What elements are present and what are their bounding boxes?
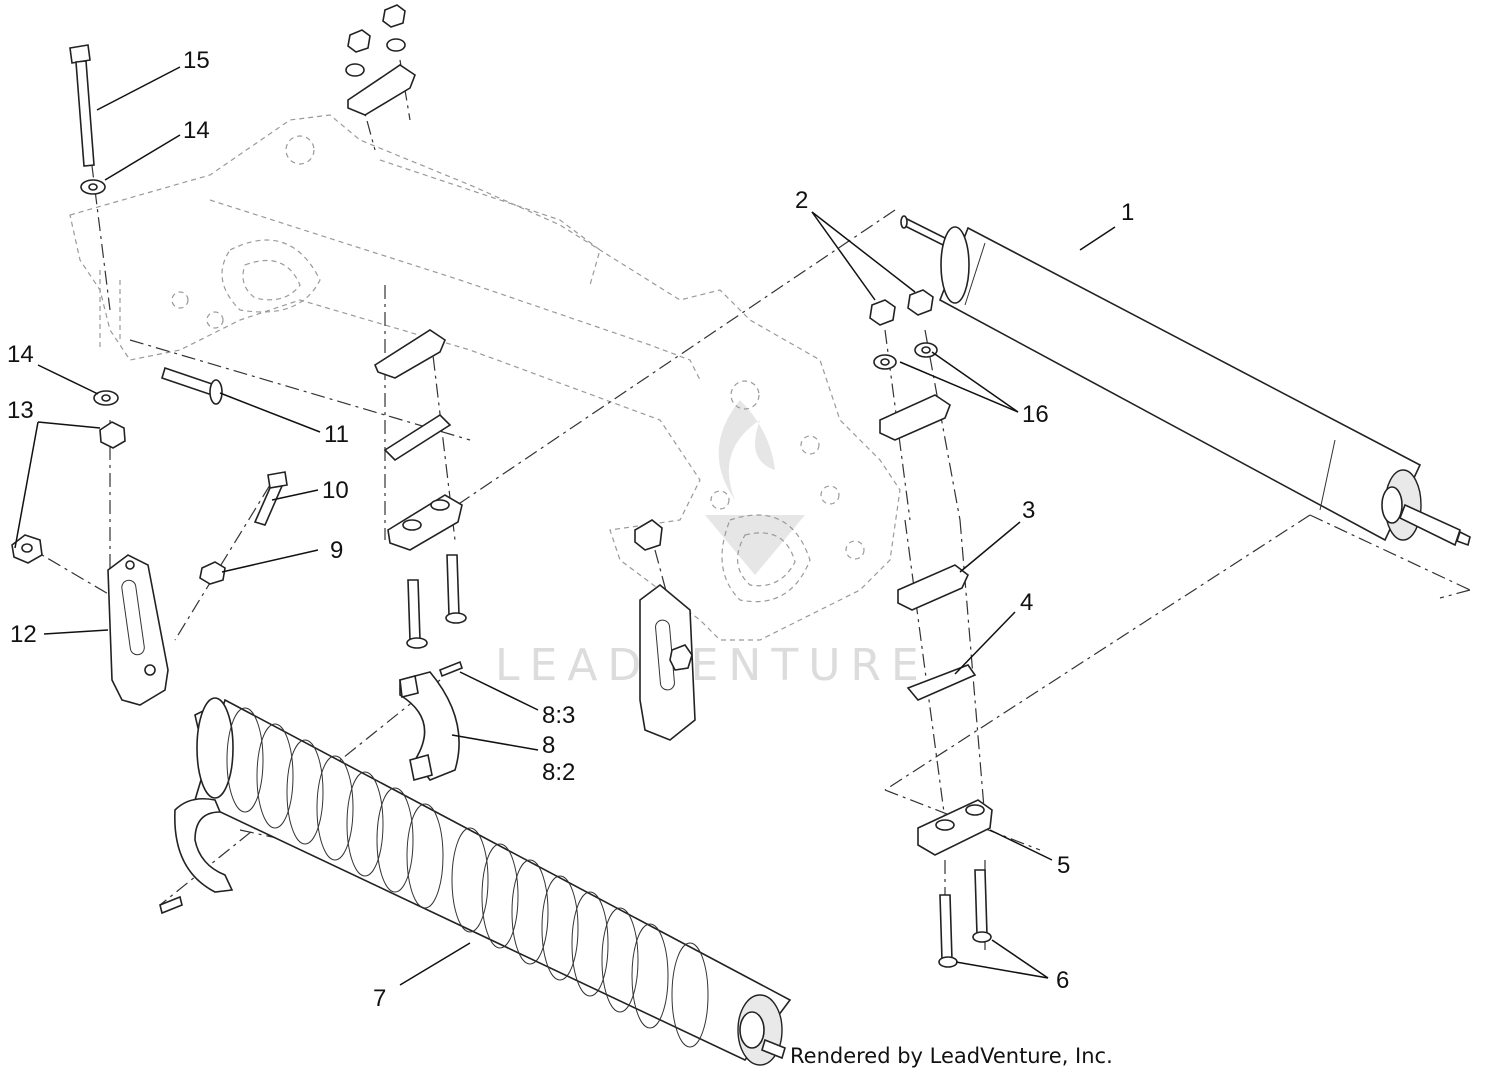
- callout-10: 10: [322, 477, 349, 504]
- part-7-ribbed-roller: [194, 697, 792, 1066]
- callout-1: 1: [1121, 199, 1134, 226]
- callout-16: 16: [1022, 401, 1049, 428]
- leader-lines: [14, 66, 1116, 986]
- part-14-washers: [80, 179, 119, 406]
- carrier-frame-ghost: [69, 114, 901, 641]
- callout-2: 2: [795, 187, 808, 214]
- part-8-3-screws: [159, 660, 463, 915]
- part-1-roller: [900, 215, 1471, 547]
- callout-15: 15: [183, 47, 210, 74]
- callout-12: 12: [10, 621, 37, 648]
- part-2-nuts: [869, 289, 934, 326]
- callout-5: 5: [1057, 852, 1070, 879]
- callout-7: 7: [373, 985, 386, 1012]
- callout-4: 4: [1020, 589, 1033, 616]
- callout-13: 13: [7, 397, 34, 424]
- watermark: LEADVENTURE: [495, 400, 929, 691]
- part-8-housing-upper: [399, 671, 460, 782]
- callout-8-3: 8:3: [542, 702, 575, 729]
- callout-9: 9: [330, 537, 343, 564]
- callout-11: 11: [324, 421, 349, 448]
- watermark-text: LEADVENTURE: [495, 640, 929, 691]
- right-clamp-stack: [879, 394, 993, 968]
- part-12-plate: [107, 554, 169, 706]
- callout-14-lower: 14: [7, 341, 34, 368]
- callout-labels: 1 2 3 4 5 6 7 8 8:2 8:3 9 10 11 12 13 14…: [7, 47, 1134, 1012]
- alignment-lines: [24, 59, 1471, 960]
- callout-8: 8: [542, 732, 555, 759]
- part-9-nut: [199, 561, 226, 585]
- callout-3: 3: [1022, 497, 1035, 524]
- credit-text: Rendered by LeadVenture, Inc.: [790, 1044, 1113, 1068]
- part-8-housing-lower: [174, 797, 234, 893]
- part-11-pin: [161, 366, 223, 405]
- part-13-nuts: [11, 421, 126, 564]
- callout-14-upper: 14: [183, 117, 210, 144]
- part-15-bolt: [69, 44, 95, 167]
- part-10-bolt: [253, 471, 288, 526]
- callout-8-2: 8:2: [542, 759, 575, 786]
- center-clamp-stack: [345, 4, 467, 649]
- right-adjuster-plate: [634, 519, 696, 741]
- callout-6: 6: [1056, 967, 1069, 994]
- part-16-washers: [873, 342, 938, 370]
